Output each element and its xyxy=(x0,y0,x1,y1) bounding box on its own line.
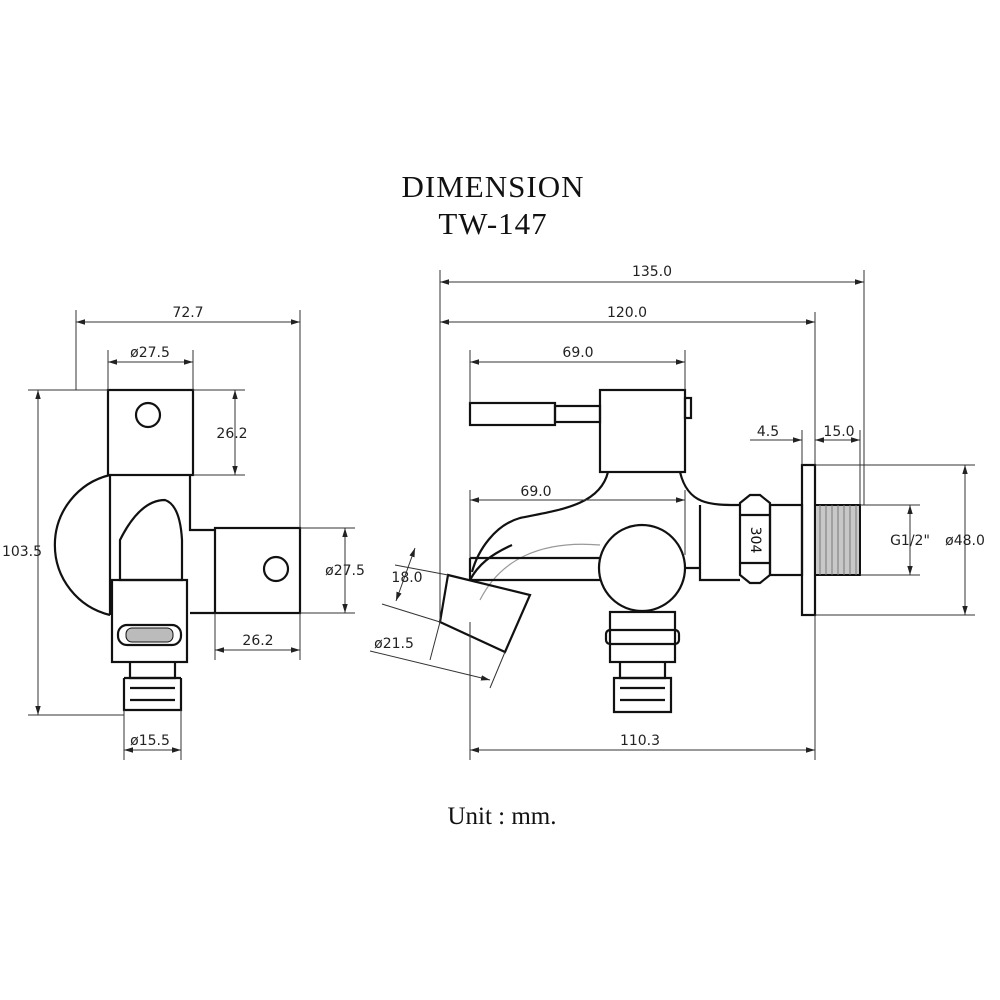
dim-side-right-dia: ø27.5 xyxy=(325,563,365,579)
dim-front-upper-lever: 69.0 xyxy=(562,345,593,361)
dim-side-total-height: 103.5 xyxy=(2,544,42,560)
dim-side-top-dia: ø27.5 xyxy=(130,345,170,361)
dim-side-top-height: 26.2 xyxy=(216,426,247,442)
front-hex-nut-facets xyxy=(740,513,770,565)
side-hose-nipple-top xyxy=(128,662,177,680)
front-spout-outlet xyxy=(438,573,532,654)
side-lever-shape xyxy=(118,498,184,582)
front-upper-lever-grip xyxy=(468,401,557,427)
front-hose-nipple-top xyxy=(618,662,667,680)
dim-front-spout-len: 18.0 xyxy=(391,570,422,586)
side-outlet-body xyxy=(110,578,189,664)
front-body-connector xyxy=(768,503,804,577)
dim-front-thread-size: G1/2" xyxy=(890,533,930,549)
front-spout-curve-top xyxy=(470,471,610,573)
model-number: TW-147 xyxy=(438,206,547,241)
front-body-upper-right xyxy=(678,471,741,507)
side-view-dimensions: 72.7 ø27.5 26.2 103.5 ø27.5 26.2 ø15.5 xyxy=(2,305,365,760)
dim-side-width: 72.7 xyxy=(172,305,203,321)
front-lower-lever xyxy=(468,556,600,582)
side-outlet-ring xyxy=(116,623,183,647)
front-outlet-ring xyxy=(604,628,681,646)
dim-front-total: 135.0 xyxy=(632,264,672,280)
front-hose-nipple xyxy=(612,676,673,714)
side-outlet-thread xyxy=(125,627,174,643)
front-body-right xyxy=(685,505,740,582)
front-view-dimensions: 135.0 120.0 69.0 69.0 4.5 15.0 G1/2" ø48… xyxy=(369,264,985,760)
side-wall-flange-arc xyxy=(53,473,111,617)
dim-front-bottom-width: 110.3 xyxy=(620,733,660,749)
side-body-outline xyxy=(108,475,215,615)
dim-front-lower-lever: 69.0 xyxy=(520,484,551,500)
dim-front-flange-dia: ø48.0 xyxy=(945,533,985,549)
side-top-handle-block xyxy=(106,388,195,477)
side-right-handle-block xyxy=(213,526,302,615)
nut-marking-304: 304 xyxy=(747,527,763,554)
dim-side-right-width: 26.2 xyxy=(242,633,273,649)
front-upper-lever-stem xyxy=(553,404,602,424)
front-spout-curve-inner xyxy=(469,543,513,581)
front-upper-handle-cap xyxy=(683,396,693,420)
drawing-title: DIMENSION xyxy=(402,169,585,204)
side-top-handle-hole xyxy=(134,401,162,429)
front-wall-flange xyxy=(800,463,817,617)
side-hose-nipple xyxy=(122,676,183,712)
front-lower-handle-disc xyxy=(597,523,687,613)
dim-front-spout-dia: ø21.5 xyxy=(374,636,414,652)
front-outlet-body xyxy=(608,610,677,664)
side-right-handle-hole xyxy=(262,555,290,583)
dim-front-thread-len: 15.0 xyxy=(823,424,854,440)
front-view-faucet: 304 xyxy=(438,388,861,714)
dim-front-flange-gap: 4.5 xyxy=(757,424,779,440)
front-spout-hidden-line xyxy=(479,543,601,601)
dim-side-bottom-dia: ø15.5 xyxy=(130,733,170,749)
dim-front-body: 120.0 xyxy=(607,305,647,321)
unit-label: Unit : mm. xyxy=(447,803,556,830)
side-view-faucet xyxy=(53,388,302,712)
front-upper-handle-block xyxy=(598,388,687,474)
